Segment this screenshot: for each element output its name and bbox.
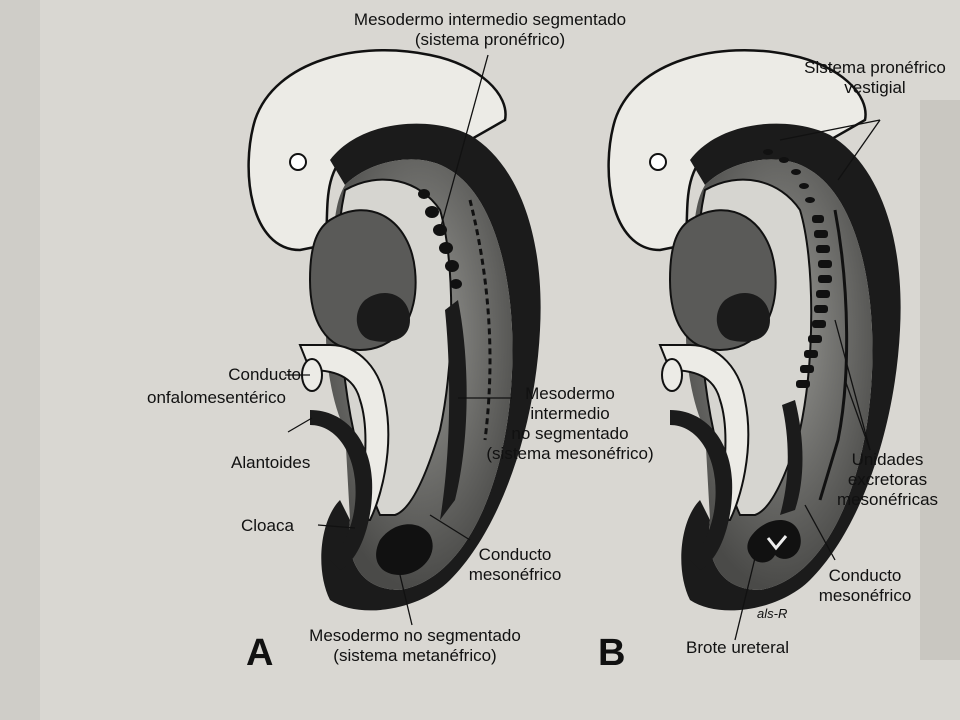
label-a-omphalomesenteric-duct-2: onfalomesentérico	[147, 388, 286, 408]
embryo-a-eye	[289, 153, 307, 171]
label-a-metanephric-line1: Mesodermo no segmentado	[309, 626, 521, 645]
embryo-b-bud-branch	[766, 535, 788, 551]
label-b-units-line1: Unidades	[851, 450, 924, 469]
label-b-mesonephric-duct: Conducto mesonéfrico	[810, 566, 920, 606]
embryo-b-mesonephric-duct	[818, 209, 849, 501]
artist-signature: als-R	[757, 606, 788, 621]
label-a-metanephric: Mesodermo no segmentado (sistema metanéf…	[300, 626, 530, 666]
embryo-a-duct-line	[468, 199, 492, 441]
label-b-proneph-line1: Sistema pronéfrico	[804, 58, 946, 77]
embryo-b	[607, 48, 901, 641]
embryo-b-allantois	[670, 410, 733, 570]
label-b-vestigial-pronephros: Sistema pronéfrico vestigial	[800, 58, 950, 98]
label-a-segmented-mesoderm: Mesodermo intermedio segmentado (sistema…	[345, 10, 635, 50]
label-a-nonsegmented-mesoderm: Mesodermo intermedio no segmentado (sist…	[480, 384, 660, 464]
embryo-b-heart-chamber	[716, 292, 770, 342]
label-b-ureteric-bud: Brote ureteral	[686, 638, 789, 657]
embryo-b-ureteric-bud	[747, 520, 801, 563]
label-a-mesonephric-duct: Conducto mesonéfrico	[455, 545, 575, 585]
panel-letter-b: B	[598, 632, 626, 674]
label-b-mesonephric-units: Unidades excretoras mesonéfricas	[830, 450, 945, 510]
embryo-a	[247, 48, 541, 626]
embryo-b-caudal-ridge	[780, 400, 803, 515]
embryo-b-omphalomesenteric-duct	[661, 358, 683, 392]
label-b-units-line2: excretoras	[847, 470, 928, 489]
embryo-a-heart-chamber	[356, 292, 410, 342]
label-a-nonseg-line3: no segmentado	[511, 424, 629, 443]
label-a-metanephric-line2: (sistema metanéfrico)	[333, 646, 497, 665]
label-b-mesoduct-line2: mesonéfrico	[818, 586, 912, 605]
label-a-mesoduct-line1: Conducto	[478, 545, 552, 564]
label-a-omphalomesenteric-line1: Conducto	[228, 365, 301, 384]
label-a-mesoduct-line2: mesonéfrico	[468, 565, 562, 584]
label-a-cloaca: Cloaca	[241, 516, 294, 535]
label-a-omphalomesenteric-line2: onfalomesentérico	[147, 388, 286, 407]
label-a-allantois: Alantoides	[231, 453, 311, 472]
left-margin-strip	[0, 0, 40, 720]
label-a-segmented-mesoderm-line1: Mesodermo intermedio segmentado	[353, 10, 627, 29]
label-a-nonseg-line1: Mesodermo	[525, 384, 615, 403]
embryo-b-leader-lines	[734, 119, 881, 641]
label-a-omphalomesenteric-duct: Conducto	[181, 365, 301, 385]
label-b-mesoduct-line1: Conducto	[828, 566, 902, 585]
embryo-a-mesonephric-ridge	[440, 300, 467, 520]
panel-letter-a: A	[246, 632, 274, 674]
label-b-units-line3: mesonéfricas	[836, 490, 939, 509]
label-b-proneph-line2: vestigial	[844, 78, 906, 97]
label-a-segmented-mesoderm-line2: (sistema pronéfrico)	[414, 30, 566, 49]
embryo-a-leader-lines	[285, 54, 512, 626]
embryo-b-eye	[649, 153, 667, 171]
right-text-bleed	[920, 100, 960, 660]
label-a-nonseg-line2: intermedio	[530, 404, 610, 423]
label-a-nonseg-line4: (sistema mesonéfrico)	[486, 444, 654, 463]
embryo-a-allantois	[310, 410, 373, 570]
embryo-b-mesonephric-units	[796, 215, 832, 388]
embryo-a-metanephric-mass	[376, 524, 433, 575]
embryo-b-vestigial-pronephros	[763, 149, 815, 203]
